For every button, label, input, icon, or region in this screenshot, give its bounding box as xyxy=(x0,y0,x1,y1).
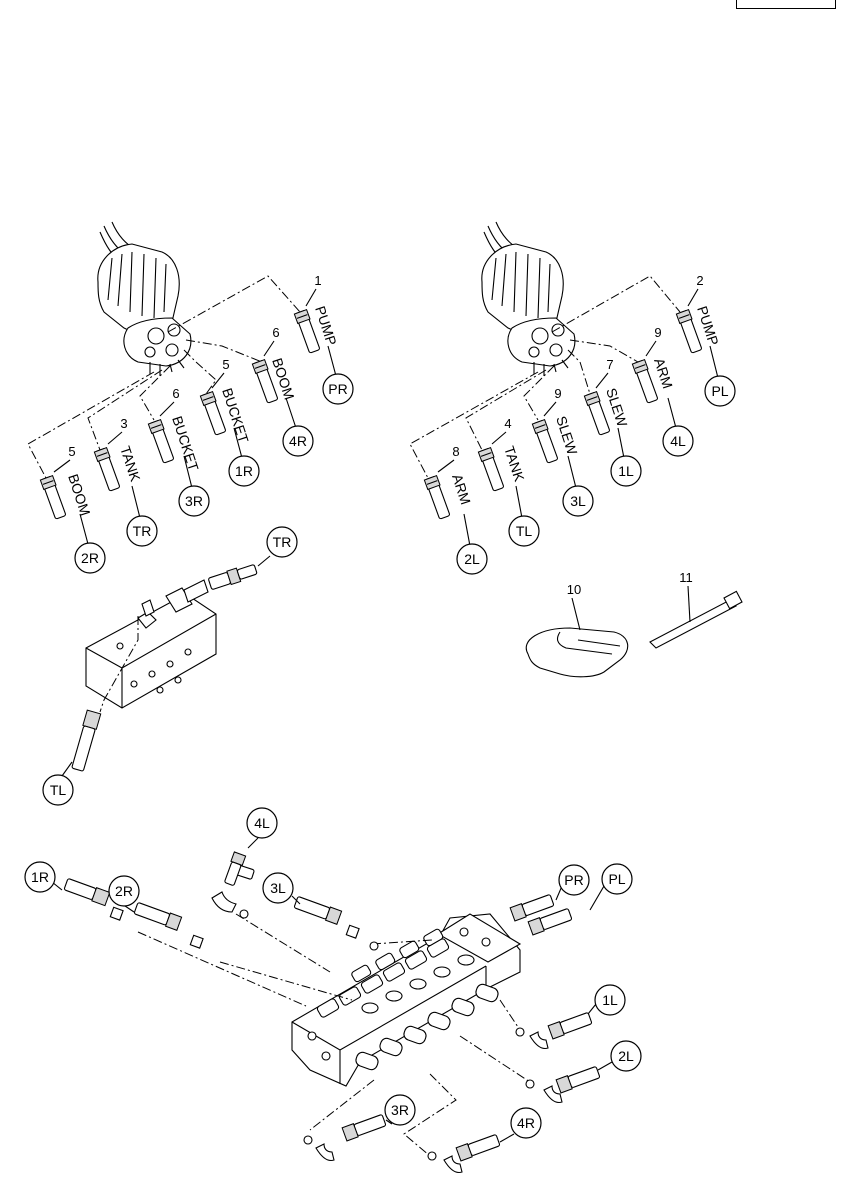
part-number: 10 xyxy=(567,582,581,597)
port-tag: 2L xyxy=(618,1048,634,1064)
valve-port-tags: 4L 1R 2R 3L PR PL 1L 2L 3R 4R xyxy=(24,807,642,1143)
port-label: TANK xyxy=(501,444,528,484)
left-leader-lines xyxy=(27,275,301,479)
port-tag: 4L xyxy=(254,815,270,831)
manifold-tag-top: TR xyxy=(273,534,292,550)
item-number: 9 xyxy=(654,325,661,340)
left-fittings xyxy=(39,308,320,520)
port-tag: 2R xyxy=(81,550,99,566)
item-number: 9 xyxy=(554,386,561,401)
port-tag: PR xyxy=(328,381,347,397)
left-joystick xyxy=(97,221,192,376)
port-tag: 3L xyxy=(570,493,586,509)
port-tag: 3R xyxy=(185,493,203,509)
manifold-block: TR TL xyxy=(42,526,298,806)
port-tag: 4R xyxy=(517,1115,535,1131)
port-tag: 1R xyxy=(235,463,253,479)
port-tag: 4R xyxy=(289,433,307,449)
main-control-valve xyxy=(291,913,522,1087)
port-tag: 1R xyxy=(31,869,49,885)
left-port-labels: PUMP BOOM BUCKET BUCKET TANK BOOM xyxy=(65,304,340,518)
right-joystick xyxy=(481,221,576,376)
port-tag: 3R xyxy=(391,1102,409,1118)
cable-sleeve-part-10: 10 xyxy=(525,582,629,678)
item-number: 3 xyxy=(120,416,127,431)
item-number: 7 xyxy=(606,357,613,372)
valve-fittings xyxy=(63,851,601,1174)
port-label: ARM xyxy=(651,356,676,391)
port-tag: TR xyxy=(133,523,152,539)
port-tag: 4L xyxy=(670,433,686,449)
left-port-tags: PR 4R 1R 3R TR 2R xyxy=(74,345,354,574)
item-number: 5 xyxy=(222,357,229,372)
port-tag: 1L xyxy=(602,992,618,1008)
item-number: 1 xyxy=(314,273,321,288)
right-item-numbers: 2 9 7 9 4 8 xyxy=(437,273,704,473)
cable-tie-part-11: 11 xyxy=(649,570,743,649)
port-tag: PL xyxy=(608,871,625,887)
port-tag: 2L xyxy=(464,551,480,567)
item-number: 4 xyxy=(504,416,511,431)
valve-connection-lines xyxy=(137,911,537,1157)
port-label: ARM xyxy=(449,472,474,507)
port-label: TANK xyxy=(117,444,144,484)
port-label: BOOM xyxy=(65,472,93,518)
port-label: BUCKET xyxy=(219,386,252,445)
right-port-tags: PL 4L 1L 3L TL 2L xyxy=(456,345,736,575)
item-number: 5 xyxy=(68,444,75,459)
part-number: 11 xyxy=(679,570,693,585)
port-tag: TL xyxy=(516,523,533,539)
item-number: 6 xyxy=(272,325,279,340)
page-reference-box xyxy=(736,0,836,9)
port-tag: PR xyxy=(564,872,583,888)
left-item-numbers: 1 6 5 6 3 5 xyxy=(53,273,322,473)
port-tag: PL xyxy=(711,383,728,399)
manifold-tag-bottom: TL xyxy=(50,782,67,798)
right-fittings xyxy=(423,308,702,520)
item-number: 2 xyxy=(696,273,703,288)
item-number: 8 xyxy=(452,444,459,459)
port-tag: 2R xyxy=(115,883,133,899)
right-leader-lines xyxy=(409,275,681,479)
port-tag: 3L xyxy=(270,880,286,896)
port-label: SLEW xyxy=(553,414,581,457)
port-tag: 1L xyxy=(618,463,634,479)
item-number: 6 xyxy=(172,386,179,401)
